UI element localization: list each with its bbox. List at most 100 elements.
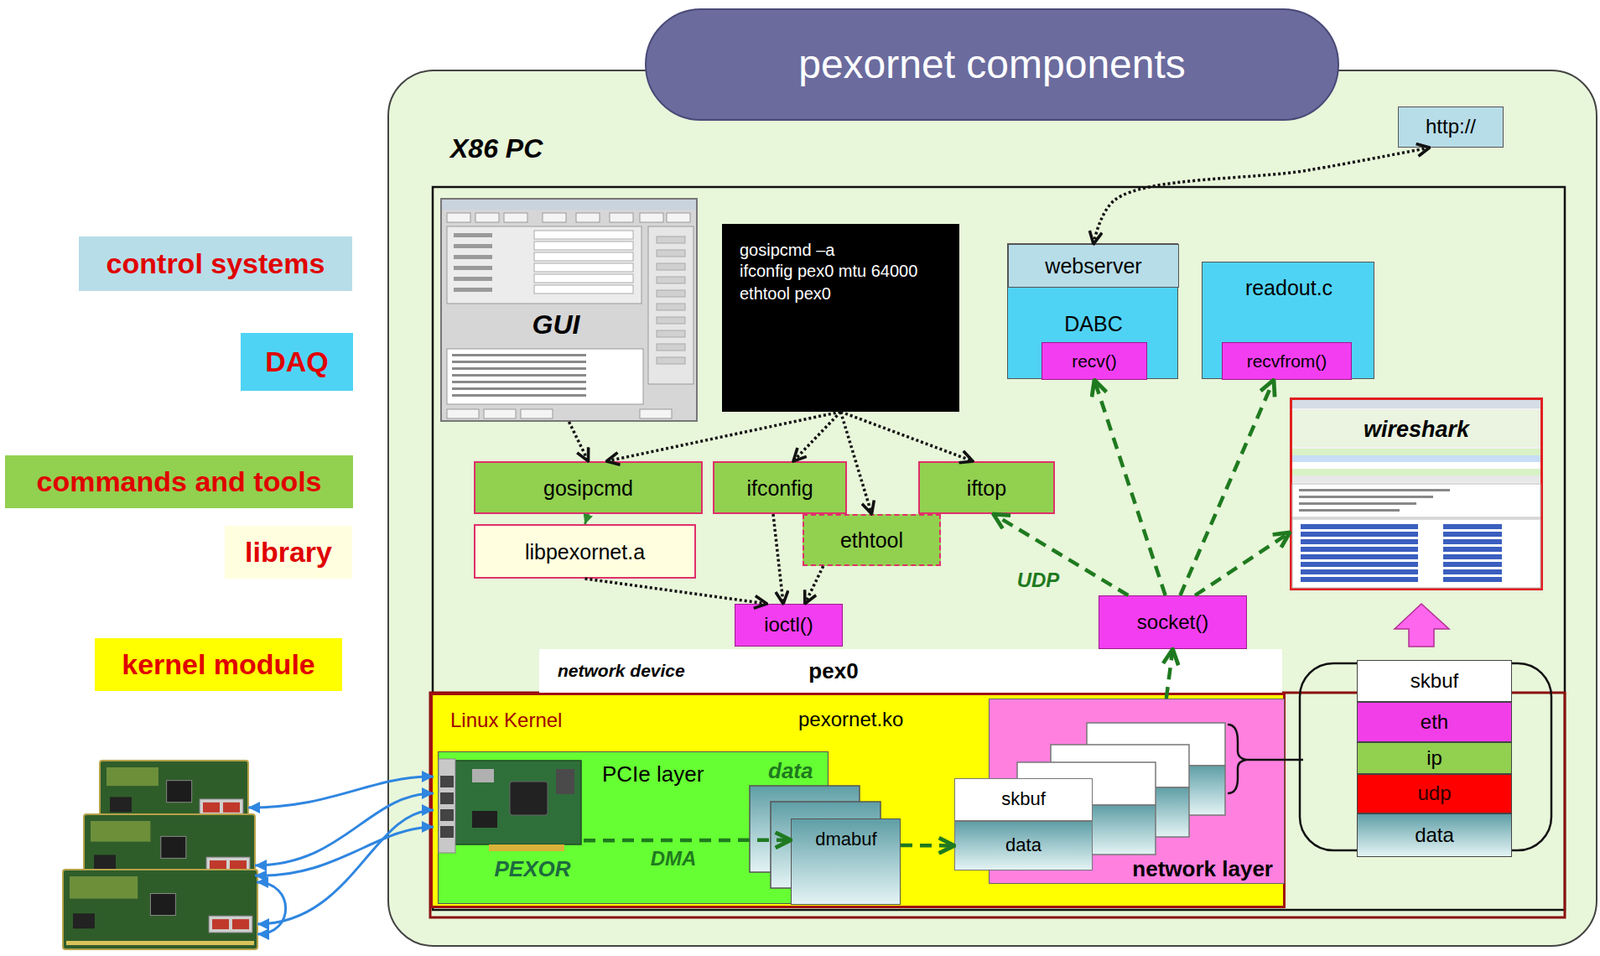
field-label [453, 244, 493, 249]
edge-label: UDP [1017, 568, 1060, 593]
node-text: ethtool pex0 [739, 283, 832, 304]
ascii-bytes [1443, 546, 1502, 552]
node-text: ethtool [840, 527, 904, 553]
input-field [534, 263, 634, 272]
packet-row [1292, 455, 1541, 463]
node-text: ioctl() [763, 612, 814, 638]
adc-chip [109, 796, 132, 812]
hex-pane [1292, 519, 1541, 588]
input-field [534, 274, 634, 283]
bracket-line [1246, 758, 1304, 762]
node-text: libpexornet.a [524, 539, 645, 565]
ascii-bytes [1443, 524, 1502, 530]
fiber-cable [256, 882, 286, 935]
field-label [453, 276, 493, 281]
node-text: skbuf [1410, 669, 1459, 694]
status-light [656, 236, 686, 244]
legend-text: commands and tools [36, 464, 322, 499]
board-trace [66, 940, 255, 946]
connector [583, 838, 791, 843]
title-bar [441, 199, 697, 210]
fiber-cables [248, 776, 434, 935]
packet-field: data [1356, 813, 1512, 858]
node-text: webserver [1044, 253, 1142, 279]
ascii-bytes [1443, 569, 1502, 575]
buffer-box: dmabuf [790, 818, 901, 905]
fiber-cable [257, 810, 434, 925]
button [639, 409, 672, 419]
sfp-port [229, 860, 247, 871]
log-line [451, 360, 587, 364]
input-field [534, 241, 634, 250]
sfp-port [209, 860, 227, 871]
node-text: recvfrom() [1246, 350, 1328, 372]
node-text: data [1414, 823, 1455, 848]
legend-swatch: commands and tools [5, 455, 354, 509]
node-text: network layer [1132, 856, 1273, 883]
node-text: socket() [1137, 610, 1209, 635]
edge-connector [488, 844, 565, 852]
sfp-cage [199, 799, 244, 816]
packet-row [1292, 468, 1541, 476]
circuit-board [99, 760, 249, 827]
power-supply-block [106, 767, 159, 786]
log-line [451, 387, 587, 390]
board-illustration [62, 760, 258, 950]
status-light [656, 357, 686, 364]
wireshark-screenshot: wireshark [1289, 397, 1543, 591]
node-text: X86 PC [450, 132, 543, 165]
node-text: pex0 [808, 658, 858, 685]
buffer-header: skbuf [954, 778, 1093, 821]
board-trace [103, 818, 245, 823]
settings-panel [446, 226, 642, 304]
ascii-bytes [1443, 539, 1502, 545]
connector [1179, 379, 1274, 596]
packet-field: eth [1356, 701, 1512, 743]
button [483, 409, 516, 419]
card-pcb [455, 760, 582, 845]
node-text: recv() [1071, 350, 1117, 372]
hex-bytes [1300, 524, 1419, 530]
daq-box: readout.c recvfrom() [1201, 261, 1375, 380]
pexor-card: PEXOR [438, 752, 584, 893]
function-box: socket() [1098, 595, 1247, 650]
node-text: readout.c [1245, 275, 1333, 301]
node-text: dmabuf [815, 828, 877, 851]
legend-swatch: library [224, 525, 353, 579]
packet-row [1292, 475, 1541, 483]
hex-bytes [1300, 539, 1419, 545]
ascii-bytes [1443, 554, 1502, 560]
field-label [453, 254, 493, 260]
status-column [648, 226, 694, 385]
buffer-data: data [954, 820, 1093, 871]
node-text: ifconfig [746, 475, 813, 501]
power-supply-block [69, 876, 138, 899]
status-light [656, 263, 686, 271]
fiber-cable [248, 776, 434, 808]
sfp-port [440, 792, 454, 805]
node-text: pexornet.ko [798, 707, 904, 733]
button [446, 409, 479, 419]
sfp-port [440, 809, 454, 821]
fiber-cable [254, 826, 434, 876]
connector [993, 514, 1129, 596]
menu-bar [1292, 400, 1541, 409]
block-arrow [1394, 603, 1450, 647]
daq-box: DABCwebserverrecv() [1007, 243, 1179, 380]
packet-field: ip [1356, 742, 1512, 775]
button [520, 409, 553, 419]
connector [900, 843, 955, 848]
component [472, 810, 498, 828]
legend-text: kernel module [121, 647, 316, 682]
fiber-cable [254, 793, 434, 866]
sfp-port [212, 919, 229, 930]
node-text: ifconfig pex0 mtu 64000 [739, 260, 918, 281]
hex-bytes [1300, 554, 1419, 560]
sfp-cage [206, 857, 250, 874]
gui-screenshot: GUI [440, 197, 698, 422]
component [472, 768, 494, 783]
connector [569, 421, 589, 462]
hex-bytes [1300, 561, 1419, 567]
toolbar [1292, 410, 1541, 447]
